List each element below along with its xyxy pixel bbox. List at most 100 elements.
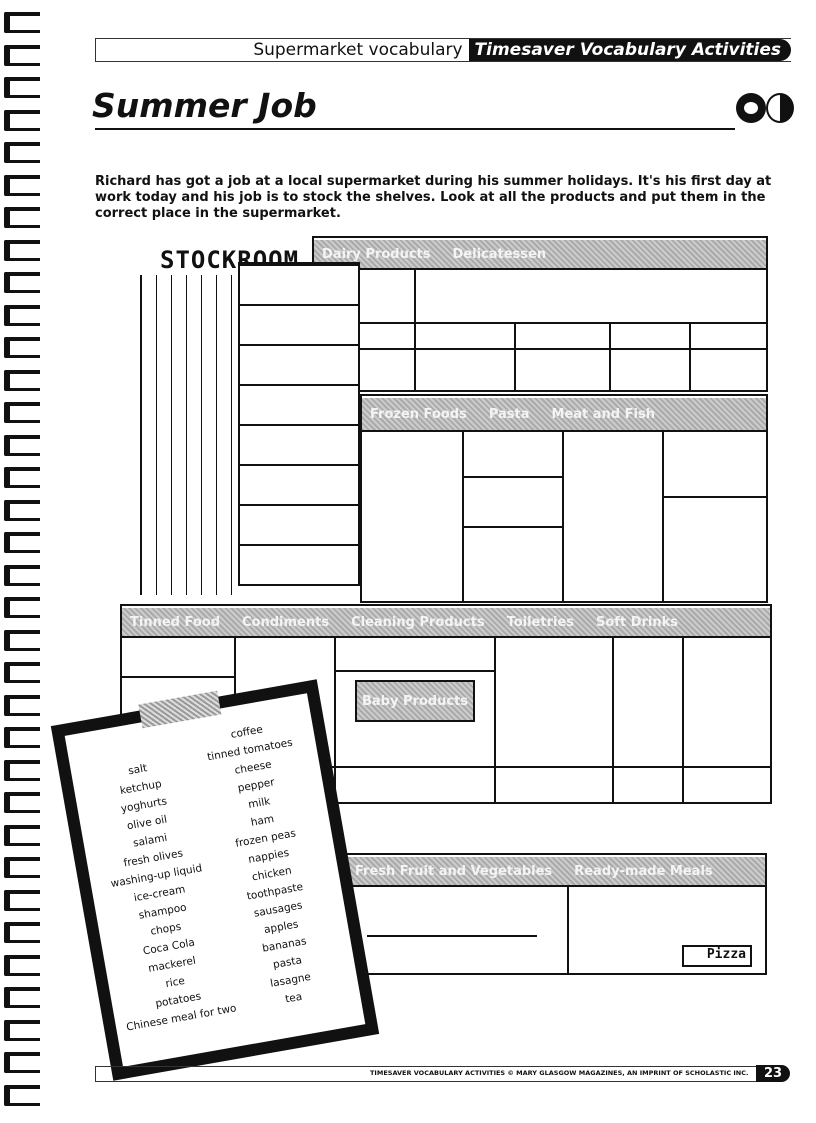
spiral-ring [4, 142, 40, 163]
shelf-line [122, 766, 770, 768]
shelf-divider [562, 432, 564, 601]
intro-text: Richard has got a job at a local superma… [95, 174, 772, 221]
shelf-row-4: Fresh Fruit and Vegetables Ready-made Mea… [345, 853, 767, 975]
title-divider [95, 128, 735, 130]
shelf-section-label: Pasta [488, 406, 530, 422]
shelf-line [314, 322, 766, 324]
checklist-item: nappies [247, 846, 291, 866]
footer-bar [95, 1066, 756, 1082]
spiral-binding [0, 0, 40, 1123]
checklist-item: coffee [229, 723, 264, 741]
spiral-ring [4, 369, 40, 391]
checklist-item: olive oil [126, 813, 169, 833]
shelf-divider [662, 432, 664, 601]
shelf-line [314, 348, 766, 350]
spiral-ring [4, 77, 40, 98]
shelf-section-label: Toiletries [506, 614, 574, 630]
spiral-ring [4, 922, 40, 943]
spiral-ring [4, 337, 40, 358]
shelf-section-label: Cleaning Products [351, 614, 485, 630]
spiral-ring [4, 824, 40, 846]
pair-work-icon [736, 93, 766, 123]
checklist-item: yoghurts [119, 795, 168, 816]
shelf-divider [612, 638, 614, 802]
baby-products-text: Baby Products [361, 693, 469, 709]
shelf-line [462, 526, 562, 528]
shelf-divider [609, 322, 611, 390]
stockroom-curtain [140, 275, 242, 595]
spiral-ring [4, 12, 40, 33]
shelf-line [662, 496, 766, 498]
shelf-divider [494, 638, 496, 802]
checklist-item: cheese [233, 758, 273, 777]
spiral-ring [4, 174, 40, 196]
spiral-ring [4, 857, 40, 878]
footer-copyright: TIMESAVER VOCABULARY ACTIVITIES © MARY G… [370, 1069, 749, 1077]
spiral-ring [4, 662, 40, 683]
checklist-item: ham [249, 812, 275, 829]
shelf-divider [514, 322, 516, 390]
shelf-section-label: Soft Drinks [596, 614, 678, 630]
header-subtitle: Supermarket vocabulary [253, 40, 463, 60]
spiral-ring [4, 304, 40, 326]
checklist-item: milk [247, 795, 272, 811]
spiral-ring [4, 467, 40, 488]
checklist-item: salami [132, 831, 169, 850]
checklist-item: pepper [236, 776, 276, 795]
checklist-item: Coca Cola [142, 936, 196, 958]
spiral-ring [4, 44, 40, 66]
checklist-item: ketchup [119, 777, 163, 798]
spiral-ring [4, 987, 40, 1008]
spiral-ring [4, 727, 40, 748]
shelf-section-label: Tinned Food [130, 614, 221, 630]
shelf-section-label: Delicatessen [452, 246, 547, 262]
checklist-item: rice [164, 974, 186, 991]
shelf-section-label: Ready-made Meals [574, 863, 713, 879]
checklist-item: apples [263, 918, 300, 937]
spiral-ring [4, 272, 40, 293]
spiral-ring [4, 954, 40, 976]
shelf-divider [462, 432, 464, 601]
checklist-item: chicken [251, 864, 293, 884]
shelf-divider [334, 638, 336, 802]
spiral-ring [4, 694, 40, 716]
baby-products-label: Baby Products [355, 680, 475, 722]
timer-icon [766, 93, 794, 123]
shelf-banner: Frozen Foods Pasta Meat and Fish [362, 398, 766, 432]
spiral-ring [4, 1052, 40, 1073]
pizza-box: Pizza [682, 945, 752, 967]
shelf-section-label: Frozen Foods [370, 406, 467, 422]
header-brand: Timesaver Vocabulary Activities [468, 39, 791, 61]
shelf-section-label: Condiments [242, 614, 330, 630]
spiral-ring [4, 629, 40, 651]
page-number: 23 [756, 1065, 790, 1082]
spiral-ring [4, 564, 40, 586]
shelf-line [462, 476, 562, 478]
spiral-ring [4, 239, 40, 261]
checklist-item: shampoo [137, 901, 188, 922]
checklist-item: Chinese meal for two [125, 1002, 238, 1034]
spiral-ring [4, 759, 40, 781]
checklist-item: mackerel [147, 954, 197, 975]
spiral-ring [4, 1019, 40, 1041]
spiral-ring [4, 434, 40, 456]
shelf-section-label: Meat and Fish [551, 406, 655, 422]
spiral-ring [4, 889, 40, 911]
checklist-item: bananas [261, 935, 308, 955]
checklist-item: tinned tomatoes [206, 736, 294, 764]
shelf-row-2: Frozen Foods Pasta Meat and Fish [360, 394, 768, 603]
checklist-item: sausages [252, 899, 304, 920]
shelf-divider [414, 270, 416, 390]
spiral-ring [4, 499, 40, 521]
shelf-line [334, 670, 494, 672]
shelf-banner: Fresh Fruit and Vegetables Ready-made Mea… [347, 857, 765, 887]
spiral-ring [4, 402, 40, 423]
header-bar: Supermarket vocabulary Timesaver Vocabul… [95, 38, 791, 62]
checklist-item: chops [149, 920, 183, 938]
spiral-ring [4, 1084, 40, 1106]
spiral-ring [4, 532, 40, 553]
shelf-section-label: Fresh Fruit and Vegetables [355, 863, 553, 879]
